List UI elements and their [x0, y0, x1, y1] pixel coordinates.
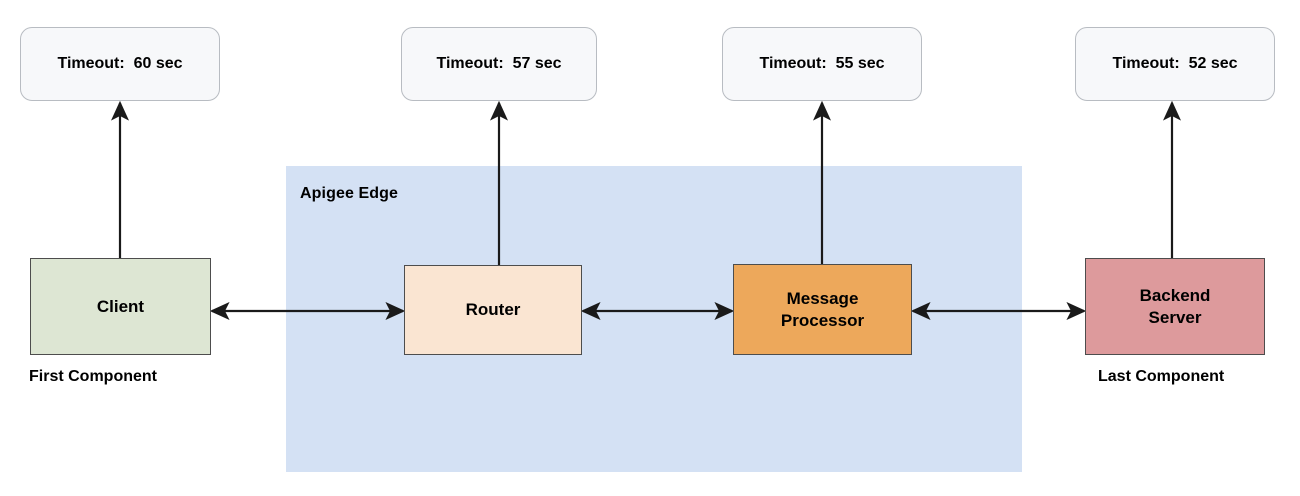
- component-label-client: Client: [96, 296, 145, 316]
- component-label-backend-server: Backend Server: [1139, 286, 1211, 327]
- timeout-label-router: Timeout: 57 sec: [436, 55, 562, 72]
- timeout-box-message-processor: Timeout: 55 sec: [722, 27, 922, 101]
- timeout-label-backend-server: Timeout: 52 sec: [1112, 55, 1238, 72]
- timeout-box-backend-server: Timeout: 52 sec: [1075, 27, 1275, 101]
- component-box-router: Router: [404, 265, 582, 355]
- component-box-backend-server: Backend Server: [1085, 258, 1265, 355]
- caption-first-component: First Component: [29, 368, 157, 385]
- caption-last-component: Last Component: [1098, 368, 1225, 385]
- timeout-box-client: Timeout: 60 sec: [20, 27, 220, 101]
- component-box-message-processor: Message Processor: [733, 264, 912, 355]
- component-box-client: Client: [30, 258, 211, 355]
- component-label-message-processor: Message Processor: [780, 289, 865, 330]
- timeout-label-message-processor: Timeout: 55 sec: [759, 55, 885, 72]
- component-label-router: Router: [465, 300, 521, 320]
- timeout-box-router: Timeout: 57 sec: [401, 27, 597, 101]
- timeout-label-client: Timeout: 60 sec: [57, 55, 183, 72]
- apigee-edge-label: Apigee Edge: [300, 185, 399, 202]
